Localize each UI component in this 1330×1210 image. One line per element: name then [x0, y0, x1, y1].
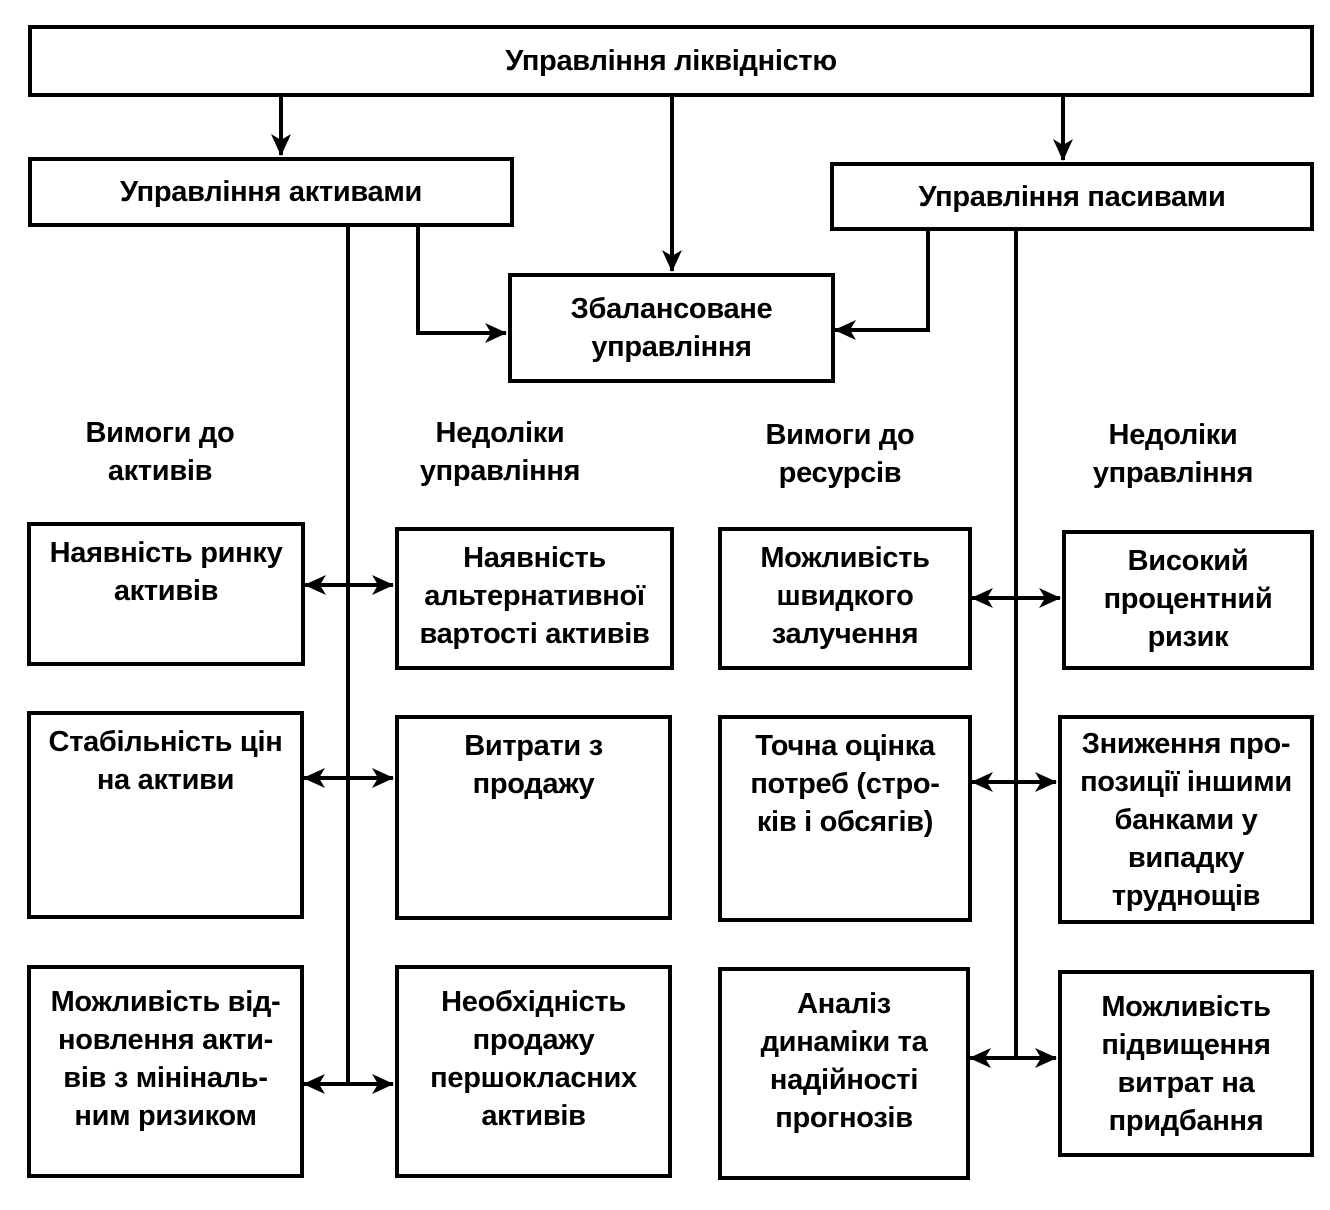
- box-line: Можливість: [1101, 991, 1271, 1023]
- box-line: потреб (стро-: [750, 768, 940, 800]
- box-line: Точна оцінка: [755, 730, 935, 762]
- box-line: залучення: [771, 618, 919, 650]
- liability-drawback-box: Можливість підвищення витрат на придбанн…: [1058, 970, 1314, 1157]
- heading-line: управління: [1092, 457, 1254, 489]
- heading-line: управління: [419, 455, 581, 487]
- resource-requirement-box: Можливість швидкого залучення: [718, 527, 972, 670]
- box-line: швидкого: [776, 580, 914, 612]
- box-line: активів: [113, 575, 219, 607]
- asset-requirement-box: Стабільність цін на активи: [27, 711, 304, 919]
- resource-requirement-box: Точна оцінка потреб (стро- ків і обсягів…: [718, 715, 972, 922]
- box-line: ризик: [1147, 621, 1229, 653]
- arrow-liabilities-to-balanced: [834, 229, 930, 340]
- box-line: Зниження про-: [1081, 728, 1291, 760]
- box-line: вів з мініналь-: [63, 1062, 268, 1094]
- box-line: на активи: [96, 764, 235, 796]
- box-line: новлення акти-: [58, 1024, 273, 1056]
- box-line: динаміки та: [760, 1026, 928, 1058]
- box-line: Витрати з: [464, 730, 603, 762]
- balanced-management-box: Збалансоване управління: [508, 273, 835, 383]
- heading-asset-drawbacks: Недоліки управління: [380, 414, 620, 490]
- box-line: випадку: [1127, 842, 1245, 874]
- box-line: активів: [481, 1100, 586, 1132]
- box-line: прогнозів: [775, 1102, 913, 1134]
- box-line: ним ризиком: [74, 1100, 257, 1132]
- box-line: вартості активів: [419, 618, 650, 650]
- box-line: придбання: [1108, 1105, 1264, 1137]
- box-line: Аналіз: [797, 988, 891, 1020]
- balanced-management-line: Збалансоване: [570, 293, 773, 325]
- asset-requirement-box: Можливість від- новлення акти- вів з мін…: [27, 965, 304, 1178]
- box-line: Необхідність: [441, 986, 626, 1018]
- asset-requirement-box: Наявність ринку активів: [27, 522, 305, 666]
- box-line: ків і обсягів): [756, 806, 934, 838]
- asset-drawback-box: Необхідність продажу першокласних активі…: [395, 965, 672, 1178]
- heading-liability-drawbacks: Недоліки управління: [1053, 416, 1293, 492]
- box-line: підвищення: [1101, 1029, 1271, 1061]
- heading-line: Вимоги до: [765, 419, 915, 451]
- resource-requirement-box: Аналіз динаміки та надійності прогнозів: [718, 967, 970, 1180]
- box-line: продажу: [472, 768, 595, 800]
- box-line: Можливість від-: [50, 986, 281, 1018]
- box-line: позиції іншими: [1080, 766, 1292, 798]
- box-line: альтернативної: [424, 580, 645, 612]
- liquidity-management-label: Управління ліквідністю: [505, 45, 837, 77]
- liquidity-management-box: Управління ліквідністю: [28, 25, 1314, 97]
- heading-resource-requirements: Вимоги до ресурсів: [720, 416, 960, 492]
- liabilities-management-box: Управління пасивами: [830, 162, 1314, 231]
- liabilities-management-label: Управління пасивами: [918, 180, 1226, 213]
- heading-asset-requirements: Вимоги до активів: [40, 414, 280, 490]
- heading-line: ресурсів: [778, 457, 902, 489]
- arrow-assets-to-balanced: [416, 225, 507, 343]
- box-line: Наявність: [463, 542, 606, 574]
- balanced-management-line: управління: [591, 331, 752, 363]
- box-line: продажу: [472, 1024, 595, 1056]
- box-line: процентний: [1103, 583, 1273, 615]
- liability-drawback-box: Високий процентний ризик: [1062, 530, 1314, 670]
- box-line: витрат на: [1117, 1067, 1255, 1099]
- assets-management-box: Управління активами: [28, 157, 514, 227]
- box-line: банками у: [1114, 804, 1258, 836]
- assets-management-label: Управління активами: [119, 176, 423, 208]
- liability-drawback-box: Зниження про- позиції іншими банками у в…: [1058, 715, 1314, 924]
- heading-line: Недоліки: [435, 417, 565, 449]
- asset-drawback-box: Витрати з продажу: [395, 715, 672, 920]
- heading-line: активів: [107, 455, 213, 487]
- box-line: першокласних: [430, 1062, 637, 1094]
- box-line: труднощів: [1111, 880, 1261, 912]
- box-line: Високий: [1127, 545, 1249, 577]
- box-line: надійності: [769, 1064, 919, 1096]
- heading-line: Недоліки: [1108, 419, 1238, 451]
- asset-drawback-box: Наявність альтернативної вартості активі…: [395, 527, 674, 670]
- box-line: Наявність ринку: [49, 537, 283, 569]
- heading-line: Вимоги до: [85, 417, 235, 449]
- box-line: Можливість: [760, 542, 930, 574]
- box-line: Стабільність цін: [48, 726, 283, 758]
